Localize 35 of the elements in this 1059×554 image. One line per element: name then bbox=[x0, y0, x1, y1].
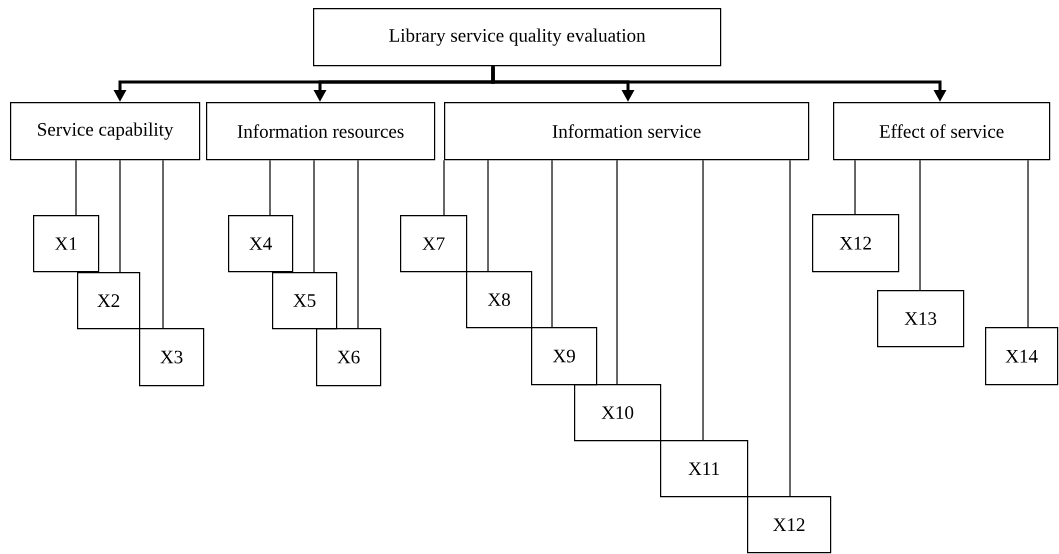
connector-line bbox=[75, 159, 77, 216]
connector-line bbox=[269, 159, 271, 216]
connector-line bbox=[357, 159, 359, 329]
connector-line bbox=[443, 159, 445, 216]
indicator-box: X4 bbox=[228, 215, 294, 273]
category-box: Effect of service bbox=[833, 102, 1051, 161]
connector-line bbox=[313, 159, 315, 273]
indicator-box: X3 bbox=[139, 328, 205, 387]
indicator-box: X12 bbox=[812, 214, 900, 273]
indicator-box: X2 bbox=[77, 272, 141, 330]
connector-line bbox=[487, 159, 489, 272]
connector-line bbox=[1027, 159, 1029, 328]
indicator-box: X13 bbox=[877, 290, 965, 348]
indicator-box: X5 bbox=[272, 272, 338, 330]
category-box: Information service bbox=[444, 102, 810, 161]
indicator-box: X8 bbox=[466, 271, 533, 329]
connector-line bbox=[702, 159, 704, 441]
indicator-box: X1 bbox=[33, 215, 100, 273]
indicator-box: X14 bbox=[985, 327, 1059, 386]
indicator-box: X9 bbox=[531, 327, 598, 386]
indicator-box: X7 bbox=[400, 215, 468, 273]
indicator-box: X12 bbox=[747, 496, 832, 554]
category-box: Information resources bbox=[206, 102, 436, 161]
category-box: Service capability bbox=[10, 102, 201, 161]
connector-line bbox=[119, 159, 121, 273]
indicator-box: X11 bbox=[660, 440, 749, 498]
connector-line bbox=[854, 159, 856, 215]
connector-line bbox=[551, 159, 553, 328]
connector-line bbox=[789, 159, 791, 497]
connector-line bbox=[616, 159, 618, 385]
connector-line bbox=[162, 159, 164, 329]
root-box: Library service quality evaluation bbox=[313, 8, 722, 67]
connector-line bbox=[919, 159, 921, 291]
indicator-box: X6 bbox=[316, 328, 382, 387]
indicator-box: X10 bbox=[574, 384, 662, 442]
